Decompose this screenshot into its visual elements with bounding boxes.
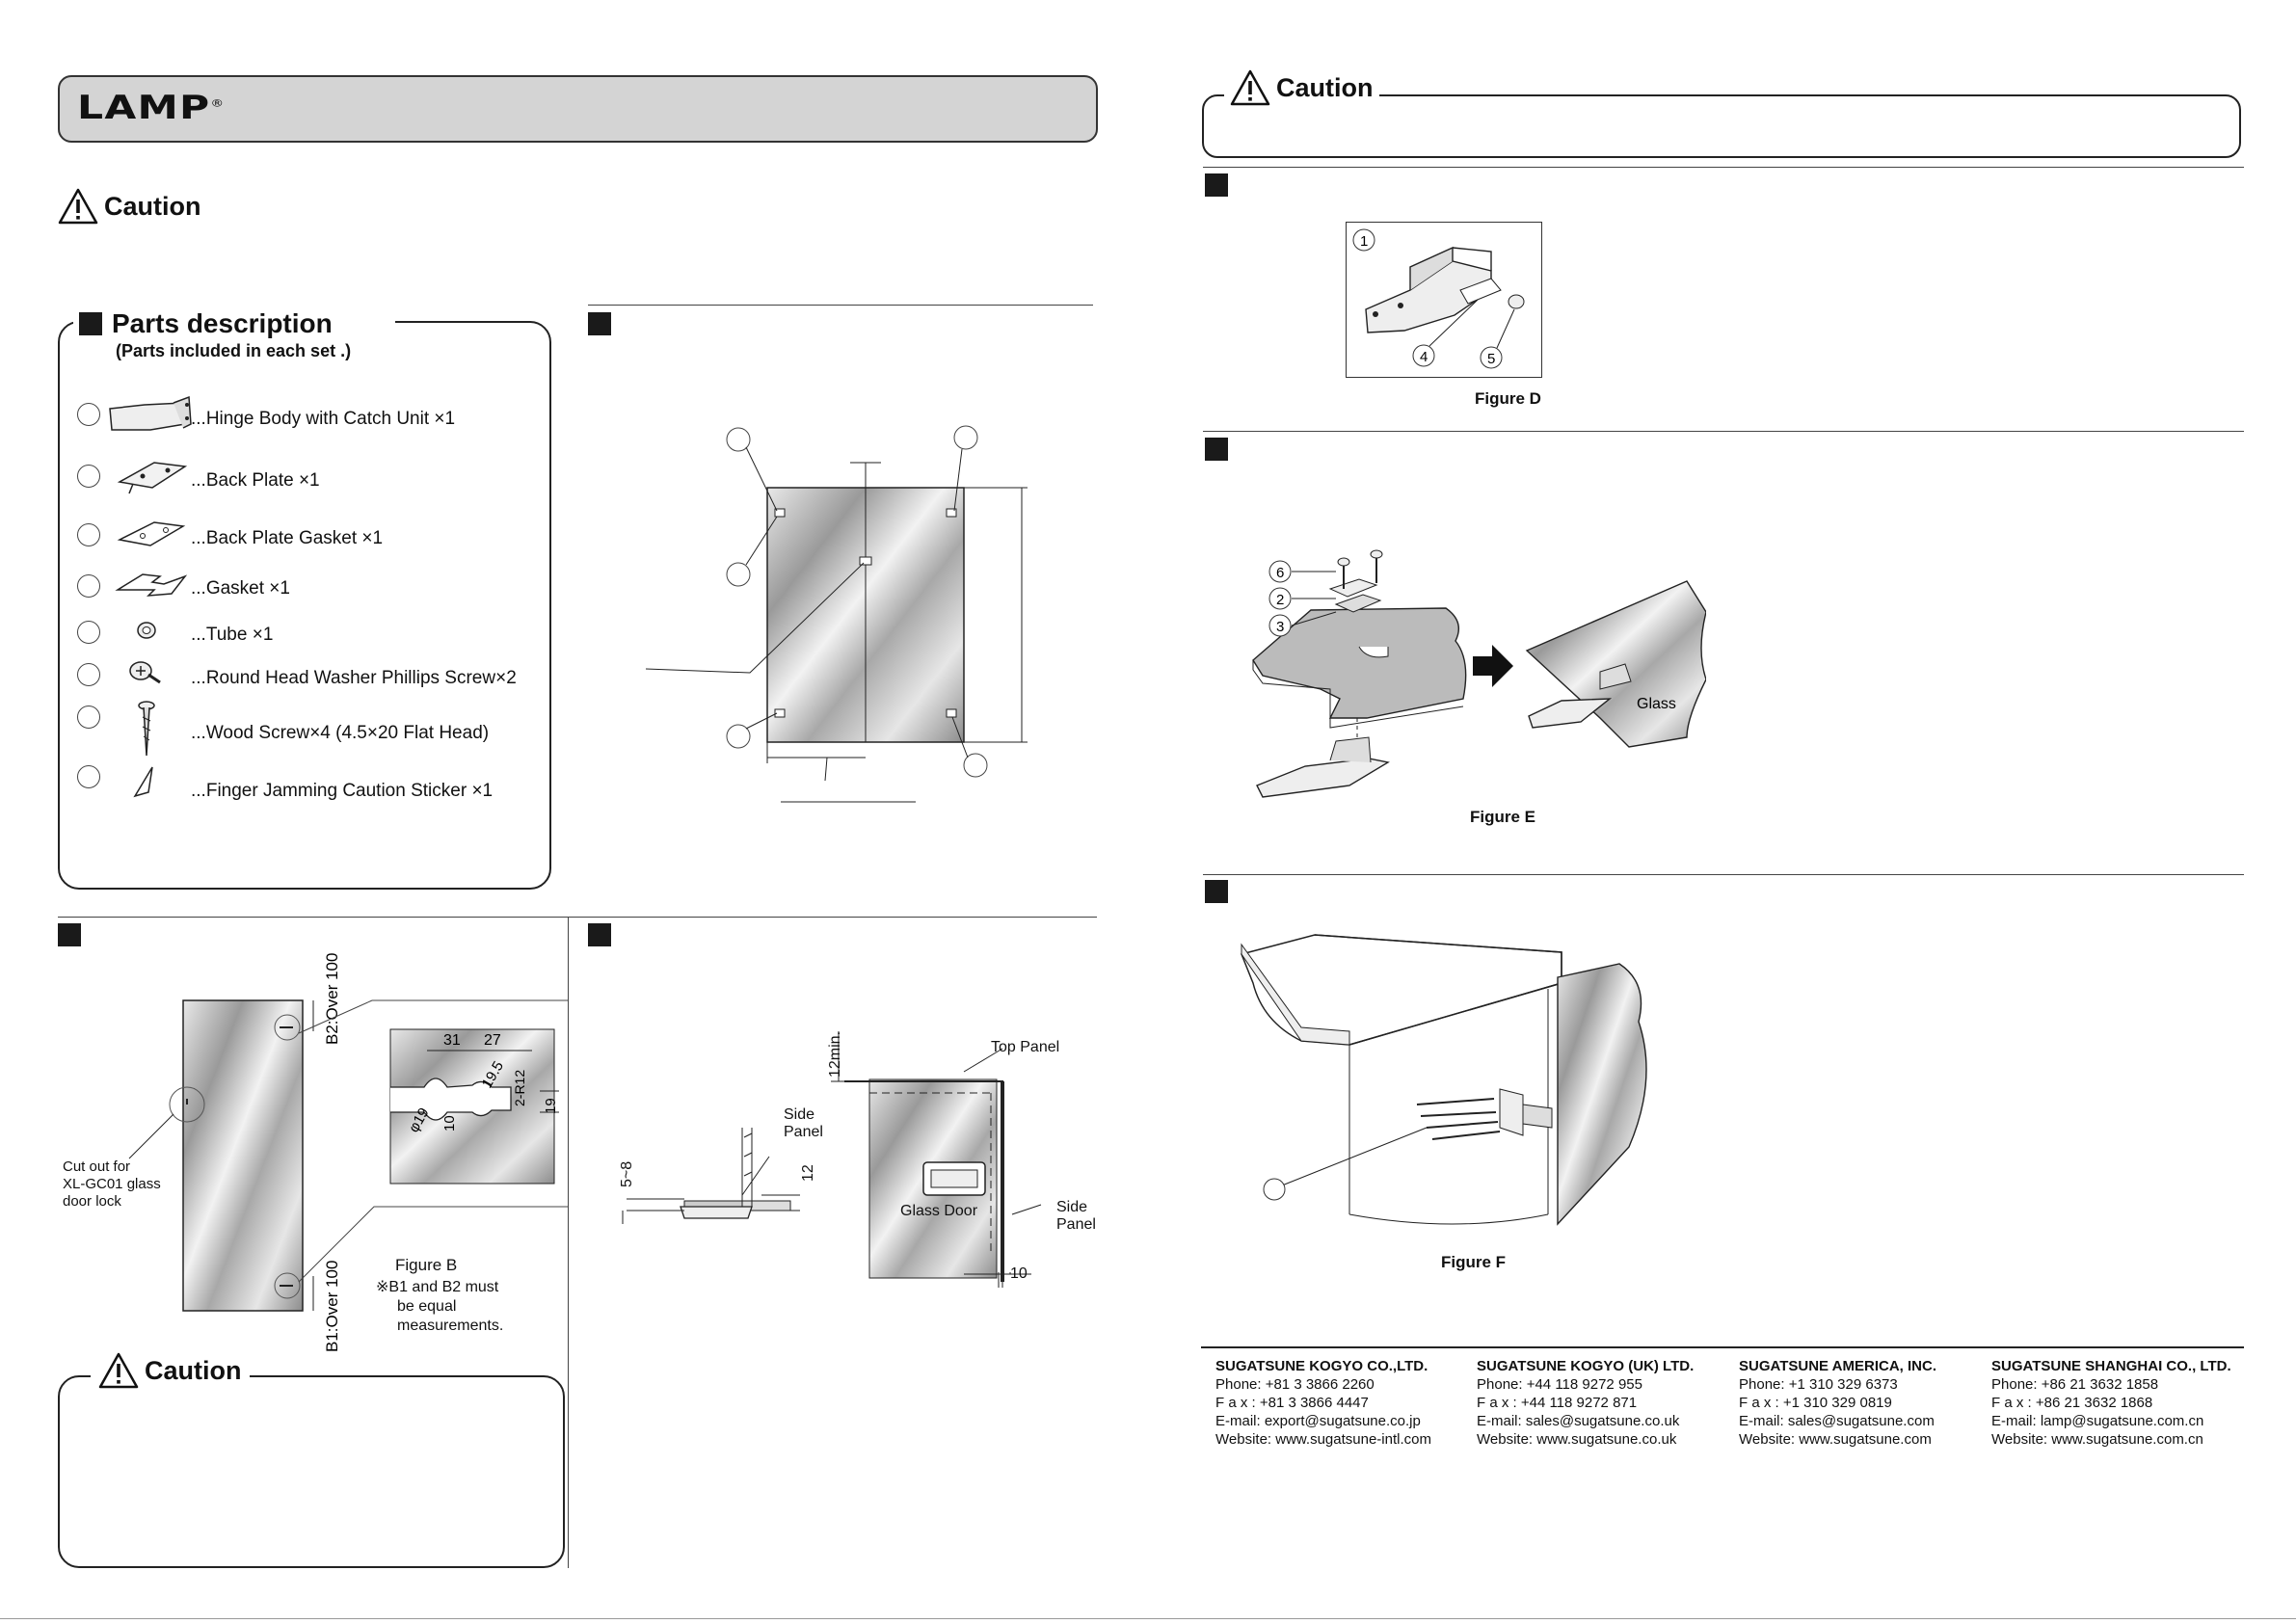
parts-list: ...Hinge Body with Catch Unit ×1 ...Back… xyxy=(75,395,538,819)
company-block-japan: SUGATSUNE KOGYO CO.,LTD. Phone: +81 3 38… xyxy=(1215,1358,1431,1448)
parts-subtitle: (Parts included in each set .) xyxy=(116,341,352,360)
glass-label: Glass xyxy=(1637,696,1676,712)
top-panel-label: Top Panel xyxy=(991,1039,1060,1055)
part-number-circle xyxy=(77,706,100,729)
callout-6: 6 xyxy=(1276,565,1284,581)
figure-e-diagram: 6 2 3 Glass xyxy=(1252,549,1706,798)
figure-b-diagram: B2:Over 100 B1:Over 100 31 27 19.5 φ19 1… xyxy=(128,953,569,1352)
dim-27: 27 xyxy=(484,1032,501,1049)
callout-1: 1 xyxy=(1360,233,1368,250)
column-divider xyxy=(568,917,569,1568)
back-plate-icon xyxy=(117,462,188,494)
part-item: ...Tube ×1 xyxy=(191,625,274,645)
dim-b1: B1:Over 100 xyxy=(323,1261,341,1352)
figure-e-caption: Figure E xyxy=(1470,808,1536,826)
part-item: ...Finger Jamming Caution Sticker ×1 xyxy=(191,781,494,801)
company-block-shanghai: SUGATSUNE SHANGHAI CO., LTD. Phone: +86 … xyxy=(1991,1358,2231,1448)
part-item: ...Gasket ×1 xyxy=(191,578,290,599)
section-divider xyxy=(588,305,1093,306)
round-head-screw-icon xyxy=(129,661,161,684)
figure-f-diagram xyxy=(1240,934,1647,1226)
warning-icon xyxy=(58,188,98,225)
header-bar: LAMP® xyxy=(58,75,1098,143)
mounting-diagram xyxy=(622,1031,1042,1288)
callout-3: 3 xyxy=(1276,619,1284,635)
figure-d-caption: Figure D xyxy=(1475,389,1541,408)
section-marker xyxy=(1205,438,1228,461)
section-marker xyxy=(588,312,611,335)
dim-5-8: 5~8 xyxy=(619,1160,635,1187)
part-number-circle xyxy=(77,523,100,546)
part-number-circle xyxy=(77,403,100,426)
part-item: ...Wood Screw×4 (4.5×20 Flat Head) xyxy=(191,723,490,743)
dim-b2: B2:Over 100 xyxy=(323,953,341,1045)
figure-f-caption: Figure F xyxy=(1441,1253,1507,1271)
section-divider xyxy=(1203,167,2244,168)
hinge-body-icon xyxy=(109,395,192,431)
callout-5: 5 xyxy=(1487,351,1495,367)
caution-heading-bottom: Caution xyxy=(91,1352,250,1389)
callout-4: 4 xyxy=(1420,349,1428,365)
dim-10: 10 xyxy=(1010,1265,1028,1282)
door-layout-diagram xyxy=(645,425,1028,803)
caution-label: Caution xyxy=(145,1355,242,1385)
part-number-circle xyxy=(77,621,100,644)
glass-door-label: Glass Door xyxy=(900,1203,978,1219)
section-marker xyxy=(588,923,611,946)
section-divider xyxy=(1203,874,2244,875)
tube-icon xyxy=(137,622,156,639)
warning-icon xyxy=(98,1352,139,1389)
parts-title: Parts description xyxy=(112,308,333,338)
part-number-circle xyxy=(77,765,100,788)
wood-screw-icon xyxy=(138,701,155,757)
caution-label: Caution xyxy=(104,191,201,221)
parts-description-header: Parts description xyxy=(73,305,395,343)
brand-logo: LAMP® xyxy=(77,89,226,127)
footer-divider xyxy=(1201,1346,2244,1348)
part-number-circle xyxy=(77,574,100,598)
dim-31: 31 xyxy=(443,1032,461,1049)
section-marker xyxy=(1205,880,1228,903)
part-item: ...Hinge Body with Catch Unit ×1 xyxy=(191,409,456,429)
section-marker xyxy=(79,312,102,335)
dim-19: 19 xyxy=(543,1098,559,1114)
section-divider xyxy=(1203,431,2244,432)
section-marker xyxy=(58,923,81,946)
caution-box-bottom xyxy=(58,1375,565,1568)
section-divider xyxy=(58,917,1097,918)
page-bottom-edge xyxy=(0,1618,2296,1619)
figure-d-box: 1 4 5 xyxy=(1346,222,1542,378)
caution-heading-top: Caution xyxy=(58,188,201,225)
caution-box-top-right xyxy=(1202,94,2241,158)
dim-12: 12 xyxy=(800,1164,816,1182)
part-number-circle xyxy=(77,663,100,686)
caution-label: Caution xyxy=(1276,72,1374,102)
dim-10: 10 xyxy=(441,1115,458,1131)
company-block-america: SUGATSUNE AMERICA, INC. Phone: +1 310 32… xyxy=(1739,1358,1937,1448)
dim-12min: 12min. xyxy=(827,1030,843,1078)
part-item: ...Round Head Washer Phillips Screw×2 xyxy=(191,668,517,688)
caution-sticker-icon xyxy=(133,766,153,798)
warning-icon xyxy=(1230,69,1270,106)
section-marker xyxy=(1205,173,1228,197)
part-number-circle xyxy=(77,465,100,488)
caution-heading-right: Caution xyxy=(1224,69,1379,106)
part-item: ...Back Plate Gasket ×1 xyxy=(191,528,384,548)
gasket-icon xyxy=(115,573,188,597)
part-item: ...Back Plate ×1 xyxy=(191,470,320,491)
figure-d-diagram: 1 4 5 xyxy=(1352,228,1525,369)
company-block-uk: SUGATSUNE KOGYO (UK) LTD. Phone: +44 118… xyxy=(1477,1358,1695,1448)
dim-r12: 2-R12 xyxy=(512,1070,527,1106)
figure-b-caption: Figure B xyxy=(395,1256,458,1274)
callout-2: 2 xyxy=(1276,592,1284,608)
back-plate-gasket-icon xyxy=(117,521,186,546)
